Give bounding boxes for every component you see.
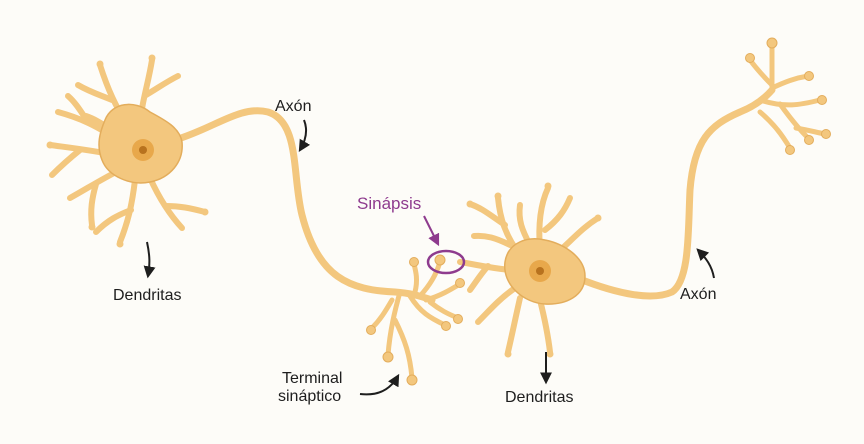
synapse-label: Sinápsis	[357, 194, 422, 213]
right-neuron-soma	[504, 238, 586, 305]
dendrites-left-arrow	[143, 241, 156, 279]
left-neuron	[47, 57, 463, 381]
right-neuron	[457, 42, 828, 355]
right-neuron-dendrites	[457, 185, 601, 355]
synapse-arrow	[423, 215, 440, 247]
right-axon-terminals	[747, 42, 828, 151]
terminal-label-line2: sináptico	[278, 388, 342, 405]
axon-right-label: Axón	[680, 286, 717, 303]
dendrites-right-label: Dendritas	[505, 389, 574, 406]
terminal-label-line1: Terminal	[282, 370, 343, 387]
axon-left-label: Axón	[275, 98, 312, 115]
axon-right-arrow	[696, 248, 715, 279]
dendrites-left-label: Dendritas	[113, 287, 182, 304]
right-neuron-axon	[566, 86, 776, 300]
synapse-highlight	[426, 249, 466, 275]
left-neuron-soma	[98, 103, 183, 184]
left-neuron-dendrites	[47, 57, 208, 245]
terminal-boutons	[366, 254, 465, 386]
axon-left-arrow	[298, 119, 311, 153]
terminal-arrow	[359, 373, 400, 396]
left-neuron-axon	[171, 107, 436, 304]
